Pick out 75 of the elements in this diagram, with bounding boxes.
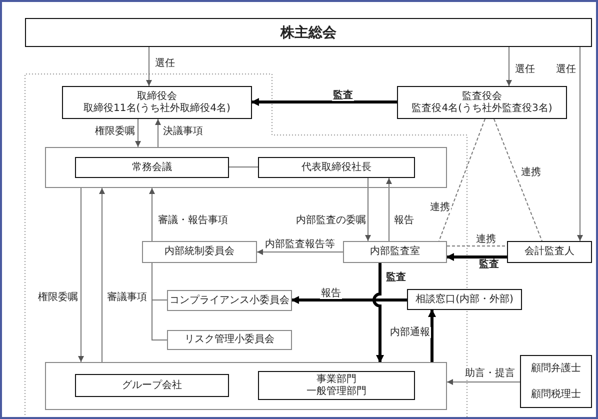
company-box: [75, 374, 229, 397]
box-title: 内部統制委員会: [164, 246, 234, 258]
edge-label: 監査: [332, 90, 354, 101]
box-title: 事業部門: [316, 374, 356, 386]
box-title: 取締役会: [137, 90, 177, 102]
edge-label: 助言・提言: [464, 368, 516, 379]
group-band: [45, 147, 447, 188]
edge-label: 選任: [514, 64, 536, 75]
box-subtitle: 監査役4名(うち社外監査役3名): [412, 102, 552, 114]
arrow: [149, 188, 155, 242]
box-title: 顧問弁護士: [531, 362, 581, 374]
edge-label: 連携: [520, 167, 542, 178]
arrow: [506, 46, 512, 86]
box-title: 会計監査人: [524, 246, 574, 258]
edge-label: 内部監査報告等: [264, 239, 336, 250]
board-box: [397, 86, 567, 119]
box-title: グループ会社: [122, 380, 182, 392]
edge-label: 決議事項: [162, 126, 204, 137]
box-title: コンプライアンス小委員会: [170, 294, 290, 306]
arrow: [135, 118, 141, 148]
arrow: [155, 118, 161, 148]
committee-box: [167, 330, 292, 350]
box-title: 株主総会: [280, 24, 336, 40]
arrow: [78, 188, 84, 362]
arrow: [146, 46, 152, 86]
meeting-box: [25, 18, 592, 47]
arrow: [446, 379, 520, 385]
officer-box: [258, 157, 415, 178]
box-title: 相談窓口(内部・外部): [416, 294, 514, 306]
office-box: [343, 241, 447, 263]
meeting-box: [75, 157, 229, 178]
desk-box: [407, 289, 522, 310]
edge-label: 内部監査の委嘱: [295, 215, 367, 226]
connector-line: [228, 166, 258, 168]
edge-label: 連携: [429, 202, 451, 213]
box-title: 一般管理部門: [306, 386, 366, 398]
group-band: [45, 362, 447, 410]
advisor-box: [520, 355, 592, 408]
connector-line: [438, 118, 486, 242]
box-title: 常務会議: [132, 162, 172, 174]
edge-label: 選任: [154, 58, 176, 69]
arrow: [291, 296, 407, 304]
edge-label: 報告: [393, 215, 415, 226]
committee-box: [167, 290, 292, 311]
connector-line: [152, 262, 168, 340]
board-box: [62, 86, 252, 119]
edge-label: 権限委嘱: [37, 292, 79, 303]
edge-label: 審議・報告事項: [157, 215, 229, 226]
connector-line: [494, 118, 542, 242]
box-subtitle: 取締役11名(うち社外取締役4名): [84, 102, 230, 114]
edge-label: 内部通報: [389, 327, 431, 338]
edge-label: 審議事項: [106, 292, 148, 303]
arrow: [251, 98, 397, 106]
arrow: [365, 178, 371, 242]
edge-label: 権限委嘱: [94, 126, 136, 137]
arrow: [256, 249, 344, 255]
arrow: [428, 309, 436, 362]
edge-label: 選任: [555, 64, 577, 75]
arrow: [577, 46, 583, 242]
edge-label: 監査: [478, 259, 500, 270]
box-title: 監査役会: [462, 90, 502, 102]
box-title: 顧問税理士: [531, 388, 581, 400]
edge-label: 連携: [475, 234, 497, 245]
auditor-box: [507, 241, 592, 263]
edge-label: 監査: [385, 272, 407, 283]
department-box: [258, 371, 415, 400]
arrow: [372, 263, 384, 363]
arrow: [446, 253, 507, 261]
box-title: 代表取締役社長: [302, 162, 372, 174]
box-title: 内部監査室: [370, 246, 420, 258]
committee-box: [142, 241, 257, 263]
arrow: [386, 178, 392, 242]
arrow: [99, 188, 105, 362]
edge-label: 報告: [320, 288, 342, 299]
box-title: リスク管理小委員会: [184, 334, 274, 346]
